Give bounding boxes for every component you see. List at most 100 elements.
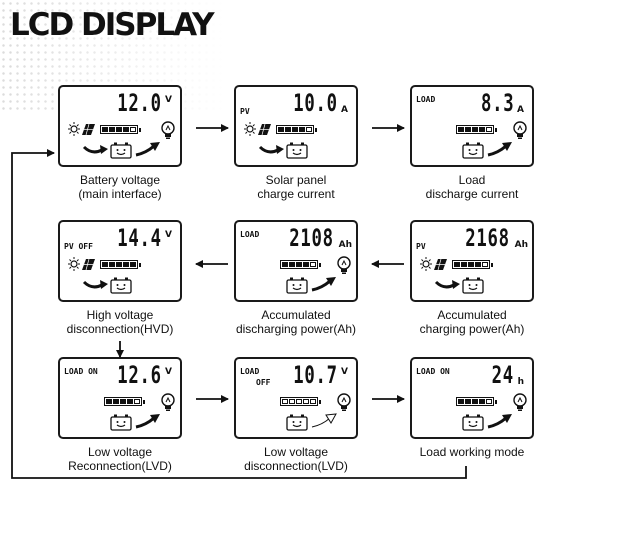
- battery-segment: [102, 127, 108, 132]
- battery-segment: [472, 127, 478, 132]
- battery-level-indicator: [452, 260, 493, 269]
- battery-segment: [109, 127, 115, 132]
- bulb-icon: [337, 393, 351, 411]
- charge-flow-arrow-icon: [82, 145, 108, 154]
- sun-panel-icon: [68, 122, 95, 136]
- discharge-flow-arrow-icon: [311, 277, 336, 292]
- battery-segment: [472, 399, 478, 404]
- battery-level-indicator: [456, 125, 497, 134]
- battery-segment: [482, 262, 488, 267]
- battery-segment: [310, 399, 316, 404]
- battery-icon: [462, 142, 484, 159]
- battery-segment: [116, 262, 122, 267]
- lcd-unit: V: [165, 230, 172, 240]
- battery-segment: [299, 127, 305, 132]
- lcd-mode-tag: LOAD: [240, 230, 260, 239]
- bulb-icon: [513, 393, 527, 411]
- battery-segment: [285, 127, 291, 132]
- battery-segment: [306, 127, 312, 132]
- lcd-unit: V: [165, 95, 172, 105]
- battery-level-indicator: [280, 260, 321, 269]
- lcd-value: 2168: [465, 224, 510, 252]
- battery-segment: [289, 262, 295, 267]
- battery-segment: [282, 262, 288, 267]
- battery-segment: [458, 127, 464, 132]
- battery-segment: [130, 127, 136, 132]
- charge-flow-arrow-icon: [434, 280, 460, 289]
- bulb-icon: [337, 256, 351, 274]
- battery-segment: [465, 399, 471, 404]
- caption-line: charge current: [257, 187, 335, 201]
- lcd-value: 10.7: [293, 361, 338, 389]
- lcd-value: 10.0: [293, 89, 338, 117]
- battery-segment: [461, 262, 467, 267]
- discharge-flow-arrow-icon: [311, 413, 337, 428]
- caption-line: Accumulated: [437, 308, 507, 322]
- battery-segment: [282, 399, 288, 404]
- bulb-icon: [161, 393, 175, 411]
- battery-segment: [310, 262, 316, 267]
- lcd-unit: Ah: [338, 240, 352, 250]
- battery-segment: [130, 262, 136, 267]
- lcd-value: 14.4: [117, 224, 162, 252]
- lcd-unit: A: [517, 105, 524, 115]
- sun-panel-icon: [420, 257, 447, 271]
- sun-panel-icon: [68, 257, 95, 271]
- lcd-value: 24: [491, 361, 514, 389]
- battery-level-indicator: [456, 397, 497, 406]
- battery-level-indicator: [276, 125, 317, 134]
- battery-segment: [127, 399, 133, 404]
- battery-segment: [106, 399, 112, 404]
- sun-panel-icon: [244, 122, 271, 136]
- battery-segment: [475, 262, 481, 267]
- lcd-mode-tag: LOAD: [416, 95, 436, 104]
- battery-icon: [462, 414, 484, 431]
- caption-line: Solar panel: [265, 173, 327, 187]
- battery-icon: [110, 142, 132, 159]
- lcd-value: 12.0: [117, 89, 162, 117]
- battery-icon: [286, 142, 308, 159]
- caption-line: disconnection(LVD): [244, 459, 348, 473]
- lcd-unit: A: [341, 105, 348, 115]
- battery-icon: [286, 414, 308, 431]
- arrow-return-loop: [11, 149, 467, 479]
- lcd-mode-tag: LOAD ON: [64, 367, 98, 376]
- lcd-value: 2108: [289, 224, 334, 252]
- caption-line: disconnection(HVD): [66, 322, 174, 336]
- caption-line: Accumulated: [261, 308, 331, 322]
- battery-icon: [286, 277, 308, 294]
- lcd-unit: V: [165, 367, 172, 377]
- lcd-mode-tag-secondary: OFF: [256, 378, 271, 387]
- battery-segment: [109, 262, 115, 267]
- battery-level-indicator: [100, 260, 141, 269]
- battery-segment: [296, 262, 302, 267]
- battery-segment: [113, 399, 119, 404]
- caption-line: Low voltage: [87, 445, 153, 459]
- battery-icon: [110, 414, 132, 431]
- lcd-mode-tag: PV: [416, 242, 426, 251]
- caption-line: discharging power(Ah): [235, 322, 357, 336]
- battery-segment: [292, 127, 298, 132]
- battery-segment: [486, 127, 492, 132]
- lcd-mode-tag: PV: [240, 107, 250, 116]
- lcd-mode-tag: LOAD ON: [416, 367, 450, 376]
- battery-segment: [123, 127, 129, 132]
- battery-segment: [458, 399, 464, 404]
- battery-segment: [120, 399, 126, 404]
- battery-segment: [468, 262, 474, 267]
- caption-line: Reconnection(LVD): [68, 459, 172, 473]
- lcd-value: 8.3: [480, 89, 514, 117]
- battery-segment: [303, 399, 309, 404]
